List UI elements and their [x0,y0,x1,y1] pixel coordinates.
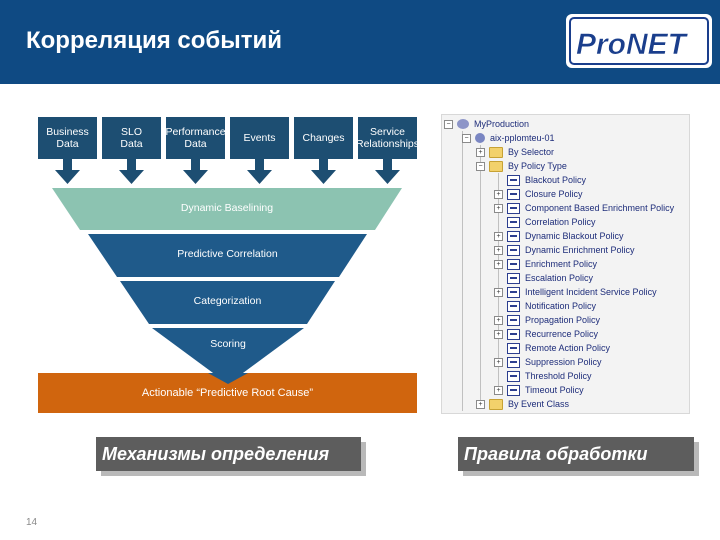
slide-number: 14 [26,517,38,528]
pronet-logo: ProNET [566,14,712,68]
tree-folder-by-event-class[interactable]: + By Event Class [476,397,569,411]
expand-icon[interactable]: + [494,385,503,395]
policy-icon [507,356,520,368]
server-node-icon [475,133,485,143]
label-processing-rules: Правила обработки [458,437,694,471]
policy-icon [507,258,520,270]
policy-icon [507,286,520,298]
expand-icon[interactable]: + [494,189,503,199]
expand-icon[interactable]: + [494,259,503,269]
expand-icon[interactable]: + [476,147,485,157]
stage-categorization [120,281,335,324]
stage-label-predictive-correlation: Predictive Correlation [177,248,278,260]
slide-title: Корреляция событий [26,27,282,54]
tree-folder-by-selector[interactable]: + By Selector [476,145,554,159]
arrow-down-icon [55,159,80,184]
stage-scoring [152,328,304,384]
tree-item-policy[interactable]: + Component Based Enrichment Policy [494,201,674,215]
policy-icon [507,244,520,256]
tree-item-policy[interactable]: + Recurrence Policy [494,327,598,341]
policy-icon [507,370,520,382]
arrow-down-icon [119,159,144,184]
folder-icon [489,146,503,158]
arrow-down-icon [247,159,272,184]
tree-item-policy[interactable]: Blackout Policy [494,173,586,187]
tree-item-policy[interactable]: Notification Policy [494,299,596,313]
tree-item-policy[interactable]: + Propagation Policy [494,313,600,327]
stage-label-scoring: Scoring [210,338,246,350]
policy-icon [507,216,520,228]
policy-icon [507,314,520,326]
tree-item-policy[interactable]: Threshold Policy [494,369,592,383]
policy-icon [507,230,520,242]
stage-predictive-correlation [88,234,367,277]
arrow-down-icon [311,159,336,184]
logo-text: ProNET [576,28,689,61]
tree-item-policy[interactable]: + Dynamic Blackout Policy [494,229,624,243]
folder-open-icon [489,160,503,172]
source-performance-data: Performance Data [165,117,226,159]
expand-icon[interactable]: + [476,399,485,409]
policy-icon [507,188,520,200]
source-changes: Changes [294,117,353,159]
tree-item-policy[interactable]: + Timeout Policy [494,383,584,397]
collapse-icon[interactable]: − [476,161,485,171]
tree-item-policy[interactable]: + Dynamic Enrichment Policy [494,243,635,257]
expand-icon[interactable]: + [494,231,503,241]
tree-item-policy[interactable]: Correlation Policy [494,215,596,229]
source-arrows [55,159,400,184]
policy-icon [507,272,520,284]
source-service-relationships: Service Relationships [356,117,419,159]
source-events: Events [230,117,289,159]
policy-icon [507,174,520,186]
arrow-down-icon [375,159,400,184]
network-icon [457,119,469,129]
tree-item-policy[interactable]: + Intelligent Incident Service Policy [494,285,657,299]
policy-icon [507,300,520,312]
label-detection-mechanisms: Механизмы определения [96,437,361,471]
stage-label-dynamic-baselining: Dynamic Baselining [180,202,274,214]
collapse-icon[interactable]: − [462,133,471,143]
tree-item-policy[interactable]: + Closure Policy [494,187,583,201]
expand-icon[interactable]: + [494,329,503,339]
stage-label-categorization: Categorization [193,295,262,307]
expand-icon[interactable]: + [494,315,503,325]
tree-item-policy[interactable]: + Suppression Policy [494,355,602,369]
collapse-icon[interactable]: − [444,119,453,129]
policy-icon [507,328,520,340]
policy-icon [507,384,520,396]
expand-icon[interactable]: + [494,203,503,213]
tree-item-policy[interactable]: Escalation Policy [494,271,593,285]
source-business-data: Business Data [38,117,97,159]
tree-item-policy[interactable]: Remote Action Policy [494,341,610,355]
policy-icon [507,202,520,214]
expand-icon[interactable]: + [494,245,503,255]
expand-icon[interactable]: + [494,357,503,367]
tree-node-root[interactable]: − MyProduction [444,117,529,131]
arrow-down-icon [183,159,208,184]
tree-folder-by-policy-type[interactable]: − By Policy Type [476,159,567,173]
policy-tree-panel: − MyProduction − aix-pplomteu-01 + By Se… [441,114,690,414]
tree-item-policy[interactable]: + Enrichment Policy [494,257,597,271]
folder-icon [489,398,503,410]
stage-dynamic-baselining [52,188,402,230]
slide-header: Корреляция событий ProNET [0,0,720,84]
predictive-root-cause-bar: Actionable “Predictive Root Cause” [38,373,417,413]
expand-icon[interactable]: + [494,287,503,297]
policy-icon [507,342,520,354]
tree-node-host[interactable]: − aix-pplomteu-01 [462,131,555,145]
source-slo-data: SLO Data [102,117,161,159]
